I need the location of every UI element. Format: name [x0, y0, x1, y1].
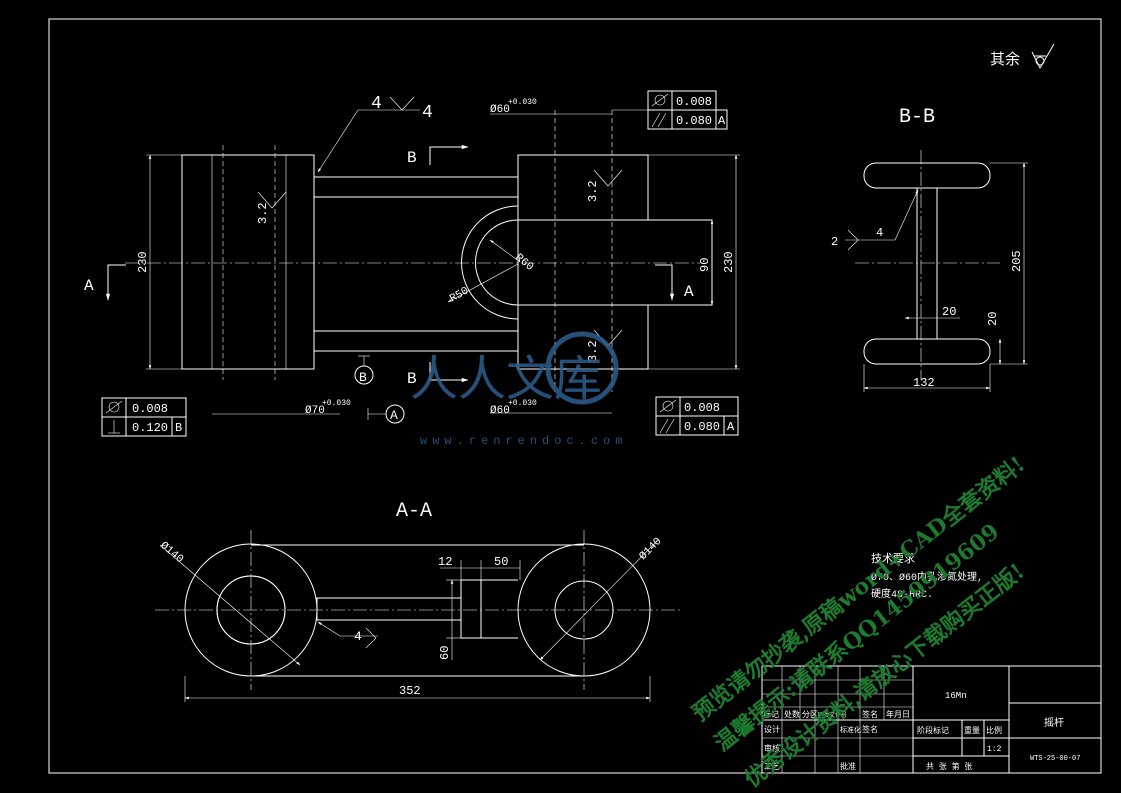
- svg-text:比例: 比例: [986, 725, 1002, 736]
- dim-230-right: 230: [722, 251, 736, 273]
- dim-90: 90: [698, 258, 712, 272]
- bb-weld-2: 2: [831, 235, 838, 249]
- scale-value: 1:2: [987, 745, 1002, 754]
- svg-text:3.2: 3.2: [586, 340, 600, 362]
- tech-line1: Ø70、Ø60内孔渗氮处理,: [871, 570, 983, 584]
- aa-weld-4: 4: [354, 629, 362, 644]
- dim-dia140-left: Ø140: [157, 540, 185, 566]
- svg-text:分区: 分区: [802, 710, 818, 720]
- svg-text:审核: 审核: [764, 743, 780, 754]
- tolerance-frame-top-right: 0.008 0.080 A: [612, 90, 728, 130]
- watermark-logo-text: 人人文库: [410, 354, 602, 410]
- dim-352: 352: [399, 684, 421, 698]
- part-name-value: 摇杆: [1044, 716, 1064, 730]
- svg-text:批准: 批准: [840, 761, 856, 772]
- dim-bore-top-tol: +0.030: [508, 98, 537, 107]
- dim-12: 12: [438, 555, 452, 569]
- svg-text:B: B: [359, 370, 367, 385]
- tech-requirements: 技术要求 Ø70、Ø60内孔渗氮处理, 硬度48-HRC.: [871, 552, 983, 601]
- roughness-3-2-left: 3.2: [256, 191, 287, 224]
- roughness-note: 其余: [990, 43, 1055, 70]
- dim-dia140-right: Ø140: [637, 536, 664, 563]
- bb-weld-4: 4: [876, 226, 883, 240]
- section-b-b-title: B-B: [899, 106, 935, 129]
- datum-a: A: [367, 404, 405, 424]
- promo-line-2: 温馨提示:请联系QQ1459919609: [710, 519, 1005, 757]
- tolerance-frame-bottom-right: 0.008 0.080 A: [655, 396, 739, 436]
- svg-text:签名: 签名: [862, 709, 878, 720]
- dim-205: 205: [1010, 250, 1024, 272]
- dim-132: 132: [913, 376, 935, 390]
- svg-text:阶段标记: 阶段标记: [917, 725, 949, 736]
- svg-text:标准化: 标准化: [840, 725, 861, 735]
- section-b-b: B-B 205 20 20 132 2 4: [831, 106, 1028, 392]
- weld-4-left: 4: [371, 94, 382, 114]
- dim-bore-bottom-tol: +0.030: [508, 399, 537, 408]
- tech-line2: 硬度48-HRC.: [871, 587, 933, 601]
- section-a-a-title: A-A: [396, 500, 432, 523]
- title-block: 标记 处数 分区 更改文件号 签名 年月日 设计 标准化 签名 审核 工艺 批准…: [761, 665, 1102, 774]
- watermark-url: www.renrendoc.com: [420, 434, 627, 448]
- svg-text:处数: 处数: [784, 709, 800, 720]
- promo-watermarks: 预览请勿抄袭,原稿word+CAD全套资料! 温馨提示:请联系QQ1459919…: [688, 451, 1030, 792]
- svg-text:0.008: 0.008: [684, 401, 720, 415]
- tolerance-frame-bottom-left: 0.008 0.120 B: [101, 397, 187, 437]
- dim-bore-left-tol: +0.030: [322, 399, 351, 408]
- svg-text:A: A: [390, 408, 398, 423]
- roughness-note-text: 其余: [990, 50, 1020, 69]
- material-value: 16Mn: [945, 691, 967, 701]
- dim-20-flange: 20: [986, 312, 1000, 326]
- svg-text:重量: 重量: [964, 725, 980, 736]
- watermark-logo: 人人文库 www.renrendoc.com: [410, 331, 627, 448]
- svg-text:0.080: 0.080: [684, 420, 720, 434]
- svg-text:设计: 设计: [764, 724, 780, 735]
- svg-text:标记: 标记: [763, 709, 779, 720]
- svg-text:0.008: 0.008: [132, 402, 168, 416]
- svg-text:工艺: 工艺: [764, 762, 780, 772]
- dim-bore-top: Ø60: [490, 104, 510, 116]
- section-arrow-a-left: A: [84, 277, 94, 295]
- drawing-no-value: WTS-25-00-07: [1030, 755, 1080, 763]
- svg-text:A: A: [718, 114, 726, 128]
- section-arrow-a-right: A: [684, 283, 694, 301]
- svg-text:0.008: 0.008: [676, 95, 712, 109]
- svg-text:签名: 签名: [862, 724, 878, 735]
- section-a-a: A-A Ø140 Ø140 12 50 60: [155, 500, 680, 702]
- svg-text:3.2: 3.2: [586, 180, 600, 202]
- datum-b: B: [354, 355, 374, 385]
- roughness-3-2-top: 3.2: [586, 169, 623, 202]
- svg-text:B: B: [175, 421, 182, 435]
- dim-bore-bottom: Ø60: [490, 405, 510, 417]
- dim-230-left: 230: [136, 251, 150, 273]
- svg-text:0.080: 0.080: [676, 114, 712, 128]
- svg-text:A: A: [727, 420, 735, 434]
- dim-60: 60: [438, 646, 452, 660]
- section-arrow-b-top: B: [407, 149, 417, 167]
- svg-text:3.2: 3.2: [256, 202, 270, 224]
- dim-r60: R60: [512, 252, 535, 274]
- svg-text:更改文件号: 更改文件号: [817, 711, 847, 719]
- dim-50: 50: [494, 555, 508, 569]
- tech-title: 技术要求: [871, 552, 915, 566]
- svg-text:共 张 第 张: 共 张 第 张: [926, 761, 972, 772]
- svg-text:年月日: 年月日: [886, 709, 910, 720]
- dim-20-web: 20: [942, 305, 956, 319]
- svg-text:0.120: 0.120: [132, 421, 168, 435]
- weld-4-right: 4: [422, 103, 433, 123]
- dim-bore-left: Ø70: [305, 405, 325, 417]
- drawing-border: [48, 18, 1102, 774]
- section-arrow-b-bottom: B: [407, 370, 417, 388]
